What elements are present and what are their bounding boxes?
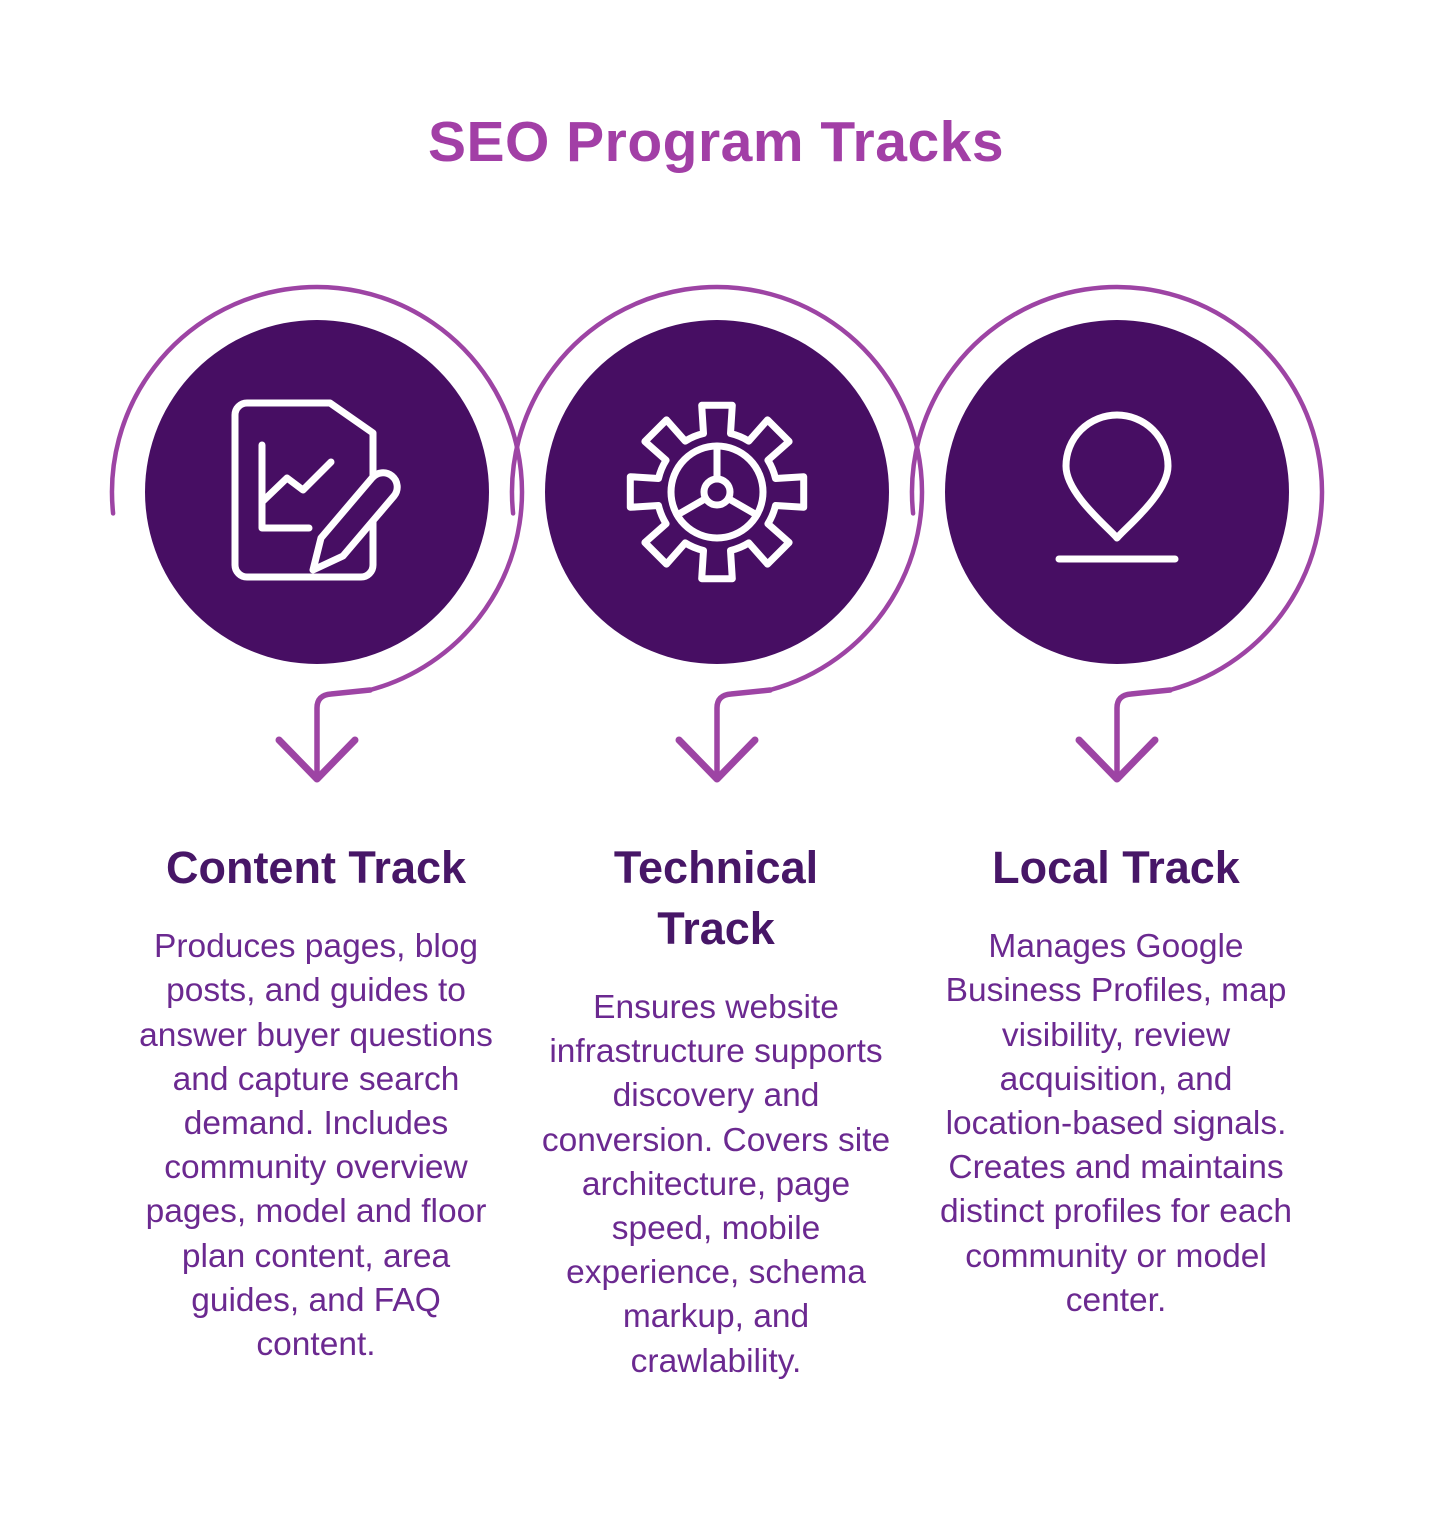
technical-track-column: Technical Track Ensures website infrastr… [516,838,916,1383]
local-track-heading: Local Track [992,842,1240,894]
spiral-ring [509,285,925,693]
content-track-column: Content Track Produces pages, blog posts… [116,838,516,1383]
page-title: SEO Program Tracks [427,110,1005,174]
down-arrow-icon [1075,736,1159,783]
down-arrow-stem [714,687,773,780]
content-circle [145,320,489,665]
track-node-technical [509,285,925,783]
technical-track-heading: Technical Track [613,842,819,955]
track-columns: Content Track Produces pages, blog posts… [0,838,1432,1383]
local-track-column: Local Track Manages Google Business Prof… [916,838,1316,1383]
content-track-heading: Content Track [165,842,467,894]
spiral-ring [109,285,525,693]
gear-icon [626,402,808,583]
spiral-ring [909,285,1325,693]
local-circle [945,320,1289,665]
tracks-graphic [109,285,1325,783]
document-pencil-icon [231,399,401,581]
track-node-content [109,285,525,783]
down-arrow-stem [314,687,373,780]
down-arrow-icon [275,736,359,783]
content-track-description: Produces pages, blog posts, and guides t… [139,928,493,1364]
track-node-local [909,285,1325,783]
technical-track-description: Ensures website infrastructure supports … [541,988,891,1380]
down-arrow-icon [675,736,759,783]
local-track-description: Manages Google Business Profiles, map vi… [940,928,1292,1319]
location-pin-icon [1055,411,1179,563]
down-arrow-stem [1114,687,1173,780]
